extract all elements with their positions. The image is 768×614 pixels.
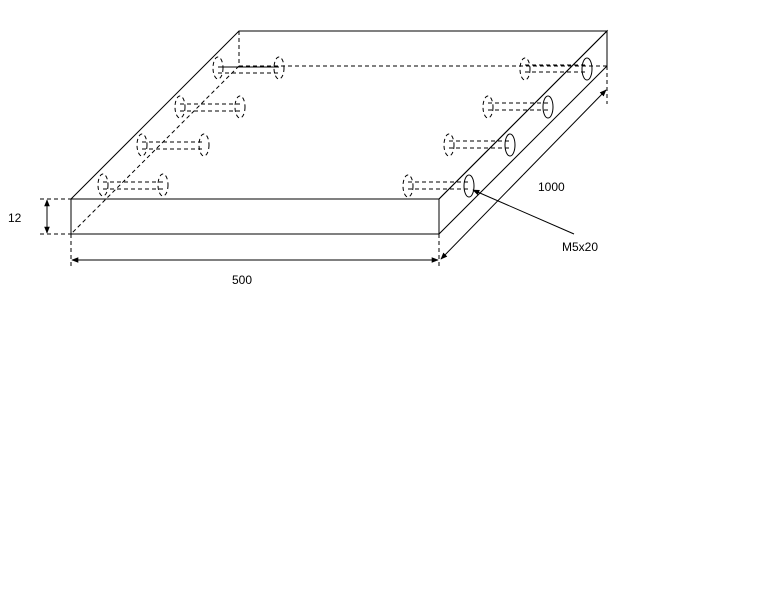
dimension-length: 1000 <box>440 66 608 260</box>
screw-callout: M5x20 <box>472 189 598 254</box>
screws-left-side <box>97 56 285 197</box>
screw <box>482 95 554 119</box>
screw <box>174 95 246 119</box>
screws-right-side <box>402 57 593 198</box>
plate-top-face <box>69 30 609 200</box>
hidden-edge-left-bottom <box>70 65 240 235</box>
plate-front-face <box>70 198 440 235</box>
plate-outline <box>69 29 609 236</box>
screw-spec-label: M5x20 <box>562 240 598 254</box>
dimension-arrow <box>522 89 607 176</box>
dimension-label-width: 500 <box>232 273 252 287</box>
screw <box>212 56 285 80</box>
dimension-width: 500 <box>70 234 440 287</box>
leader-arrow <box>472 189 575 235</box>
screw <box>443 133 516 157</box>
hidden-edges <box>70 31 607 235</box>
dimension-label-thickness: 12 <box>8 211 22 225</box>
screw <box>519 57 593 81</box>
plate-right-face <box>438 29 608 236</box>
dimension-thickness: 12 <box>8 198 71 235</box>
dimension-arrow <box>440 174 524 260</box>
dimension-label-length: 1000 <box>538 180 565 194</box>
screw <box>402 174 475 198</box>
screw <box>136 133 210 157</box>
screw <box>97 173 169 197</box>
